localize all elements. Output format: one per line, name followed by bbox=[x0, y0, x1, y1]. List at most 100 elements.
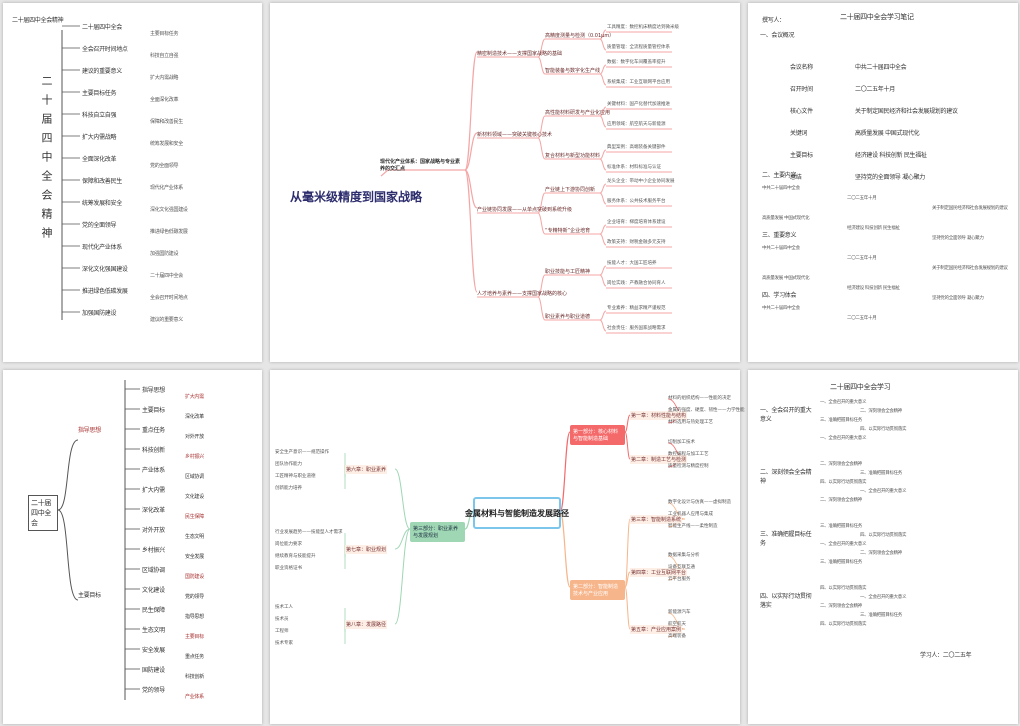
connector-line bbox=[464, 511, 474, 530]
connector-line bbox=[464, 169, 478, 293]
leaf-node: 团队协作能力 bbox=[275, 462, 302, 467]
branch-note: 重点任务 bbox=[142, 427, 165, 434]
note-row-label: 核心文件 bbox=[790, 108, 813, 115]
leaf-node: 技术工人 bbox=[275, 605, 293, 610]
sub-node: “专精特新”企业培育 bbox=[545, 228, 591, 234]
connector-line bbox=[624, 431, 631, 460]
branch-note: 指导思想 bbox=[78, 427, 101, 434]
branch-note: 生态文明 bbox=[142, 627, 165, 634]
note-text: 一、全会召开的重大意义 bbox=[820, 436, 867, 441]
branch-note: 扩大内需战略 bbox=[82, 134, 117, 141]
sub-note: 二十届四中全会 bbox=[150, 273, 183, 279]
leaf-node: 系统集成：工业互联网平台应用 bbox=[607, 80, 670, 85]
leaf-node: 岗位能力要求 bbox=[275, 542, 302, 547]
branch-node: 精密制造技术——支撑国家战略的基础 bbox=[477, 51, 563, 57]
sub-node: 职业素养与职业道德 bbox=[545, 314, 591, 320]
note-section: 二、主要内容 bbox=[762, 172, 797, 179]
leaf-node: 标准体系：材料标准与认证 bbox=[607, 165, 661, 170]
branch-note: 深化改革 bbox=[142, 507, 165, 514]
leaf-node: 企业培育：梯度培育体系建设 bbox=[607, 220, 666, 225]
panel-mindmap-national-strategy bbox=[270, 3, 740, 362]
sub-note: 推进绿色低碳发展 bbox=[150, 229, 188, 235]
note-text: 四、以实际行动贯彻落实 bbox=[820, 586, 867, 591]
mindmap-title: 从毫米级精度到国家战略 bbox=[290, 190, 423, 204]
connector-line bbox=[394, 528, 411, 550]
connector-line bbox=[599, 38, 607, 51]
note-row-value: 经济建设 科技创新 民生福祉 bbox=[855, 152, 927, 159]
note-text: 关于制定国民经济和社会发展规划的建议 bbox=[932, 266, 1008, 271]
note-text: 二〇二五年十月 bbox=[847, 256, 877, 261]
leaf-node: 职业资格证书 bbox=[275, 566, 302, 571]
sub-note: 全面深化改革 bbox=[150, 97, 179, 103]
branch-note: 党的领导 bbox=[142, 687, 165, 694]
connector-line bbox=[537, 274, 546, 298]
leaf-node: 应用领域：航空航天与新能源 bbox=[607, 122, 666, 127]
leaf-node: 质量检测与精度控制 bbox=[668, 464, 709, 469]
connector-line bbox=[57, 439, 79, 511]
leaf-node: 设备互联互通 bbox=[668, 565, 695, 570]
sub-node: 第六章：职业素养 bbox=[345, 465, 388, 474]
leaf-node: 典型案例：高端装备关键部件 bbox=[607, 145, 666, 150]
note-header: 撰写人： bbox=[762, 17, 785, 24]
connector-line bbox=[559, 431, 571, 513]
note-section: 三、准确把握目标任务 bbox=[760, 531, 812, 547]
branch-note: 国防建设 bbox=[142, 667, 165, 674]
sub-note: 深化改革 bbox=[185, 414, 204, 420]
note-section: 三、重要意义 bbox=[762, 232, 797, 239]
connector-line bbox=[537, 56, 546, 75]
branch-note: 现代化产业体系 bbox=[82, 244, 122, 251]
branch-note: 民生保障 bbox=[142, 607, 165, 614]
leaf-node: 云平台服务 bbox=[668, 577, 691, 582]
leaf-node: 航空航天 bbox=[668, 622, 686, 627]
right_top-node: 第一部分：核心材料与智能制造基础 bbox=[570, 425, 625, 445]
connector-line bbox=[599, 319, 607, 332]
note-text: 二〇二五年十月 bbox=[847, 316, 877, 321]
connector-line bbox=[599, 183, 607, 194]
note-text: 中共二十届四中全会 bbox=[762, 186, 800, 191]
note-row-value: 二〇二五年十月 bbox=[855, 86, 895, 93]
sub-note: 党的领导 bbox=[185, 594, 204, 600]
leaf-node: 工业机器人应用与集成 bbox=[668, 512, 713, 517]
sub-note: 统筹发展和安全 bbox=[150, 141, 183, 147]
panel-handwritten-notes-1 bbox=[748, 3, 1018, 362]
note-text: 一、全会召开的重大意义 bbox=[820, 542, 867, 547]
note-text: 三、准确把握目标任务 bbox=[860, 471, 902, 476]
branch-note: 主要目标 bbox=[78, 592, 101, 599]
note-text: 中共二十届四中全会 bbox=[762, 246, 800, 251]
root-node: 现代化产业体系：国家战略与专业素养的交汇点 bbox=[380, 159, 461, 172]
sub-note: 国防建设 bbox=[185, 574, 204, 580]
note-text: 三、准确把握目标任务 bbox=[820, 560, 862, 565]
note-text: 一、全会召开的重大意义 bbox=[860, 595, 907, 600]
sub-note: 产业体系 bbox=[185, 694, 204, 700]
leaf-node: 关键材料：国产化替代加速推进 bbox=[607, 102, 670, 107]
branch-node: 产业链协同发展——从单点突破到系统升级 bbox=[477, 207, 573, 213]
leaf-node: 数字化设计与仿真——虚拟制造 bbox=[668, 500, 731, 505]
branch-note: 全面深化改革 bbox=[82, 156, 117, 163]
note-text: 二、深刻领会全会精神 bbox=[860, 551, 902, 556]
note-text: 三、准确把握目标任务 bbox=[820, 524, 862, 529]
note-text: 坚持党的全面领导 凝心聚力 bbox=[932, 296, 984, 301]
connector-line bbox=[57, 509, 79, 601]
note-text: 四、以实际行动贯彻落实 bbox=[820, 622, 867, 627]
sub-note: 扩大内需 bbox=[185, 394, 204, 400]
note-text: 经济建设 科技创新 民生福祉 bbox=[847, 286, 900, 291]
note-text: 经济建设 科技创新 民生福祉 bbox=[847, 226, 900, 231]
branch-note: 对外开放 bbox=[142, 527, 165, 534]
note-row-label: 总结 bbox=[790, 174, 802, 181]
note-text: 四、以实际行动贯彻落实 bbox=[860, 533, 907, 538]
note-text: 二、深刻领会全会精神 bbox=[820, 498, 862, 503]
branch-note: 乡村振兴 bbox=[142, 547, 165, 554]
connector-line bbox=[464, 132, 478, 171]
leaf-node: 工匠精神与职业道德 bbox=[275, 474, 316, 479]
note-title: 二十届四中全会学习笔记 bbox=[840, 13, 914, 21]
connector-line bbox=[599, 192, 607, 205]
note-text: 坚持党的全面领导 凝心聚力 bbox=[932, 236, 984, 241]
connector-line bbox=[599, 158, 607, 171]
leaf-node: 龙头企业：带动中小企业协同发展 bbox=[607, 179, 675, 184]
connector-line bbox=[624, 414, 631, 433]
note-section: 一、会议概况 bbox=[760, 32, 795, 39]
connector-line bbox=[599, 274, 607, 287]
leaf-node: 切削加工技术 bbox=[668, 440, 695, 445]
connector-line bbox=[380, 169, 465, 177]
